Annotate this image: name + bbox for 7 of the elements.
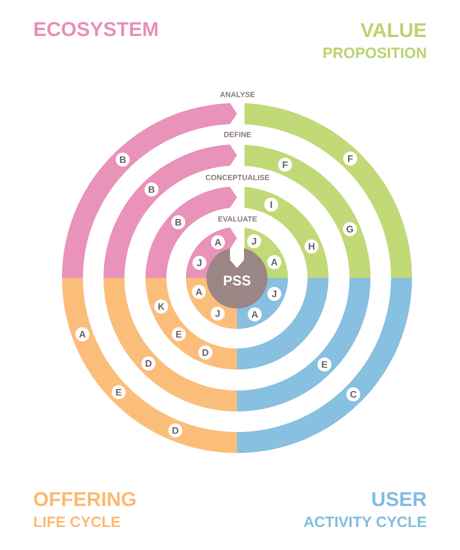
quadrant-heading: USER (372, 492, 426, 506)
quadrant-subheading: PROPOSITION (324, 48, 426, 58)
quadrant-subheading: ACTIVITY CYCLE (304, 516, 426, 528)
quadrant-subheading: LIFE CYCLE (34, 516, 120, 528)
quadrant-heading: OFFERING (34, 492, 136, 506)
quadrant-heading: ECOSYSTEM (34, 22, 158, 36)
quadrant-heading: VALUE (360, 23, 426, 38)
